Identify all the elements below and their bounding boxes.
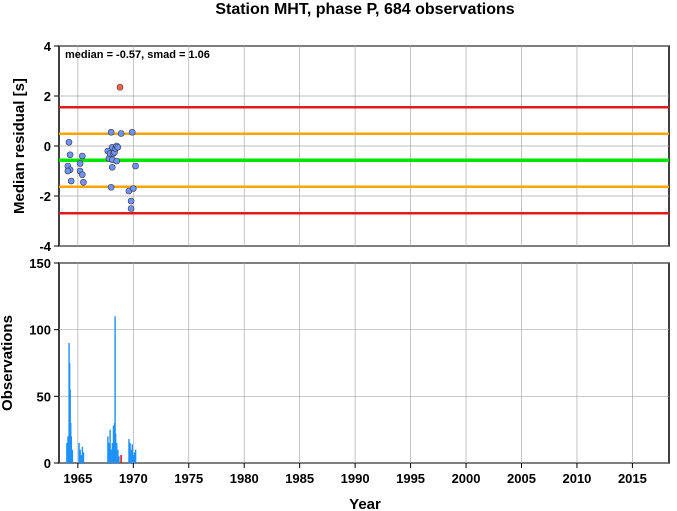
residual-point-0-24 — [108, 163, 116, 171]
observations-plot-area — [58, 262, 670, 464]
observation-bar-21 — [114, 433, 117, 463]
observations-y-ticks: 0 50 100 150 — [29, 256, 59, 471]
residual-grid — [59, 45, 669, 247]
observation-bar-30 — [133, 452, 136, 463]
observation-bar-29 — [132, 455, 135, 463]
observation-bar-22 — [116, 443, 118, 463]
observations-panel: 0 50 100 150 1965 1970 1975 1980 1985 1990 1995 20… — [0, 256, 670, 511]
observations-y-axis-label: Observations — [0, 315, 16, 411]
residual-annotation: median = -0.57, smad = 1.06 — [65, 49, 210, 61]
residual-point-0-5 — [67, 177, 75, 185]
residual-y-axis-label: Median residual [s] — [11, 78, 28, 214]
residual-ytick-label-2: 0 — [44, 139, 51, 154]
observation-bar-24 — [118, 456, 120, 463]
residual-point-0-14 — [107, 128, 115, 136]
residual-point-0-30 — [127, 205, 135, 212]
observation-bar-11 — [81, 447, 84, 463]
observation-bar-27 — [130, 449, 132, 463]
observation-bar-28 — [131, 444, 133, 463]
observation-bar-10 — [80, 455, 82, 463]
observations-ytick-label-2: 100 — [29, 323, 51, 338]
residual-ytick-label-0: -4 — [39, 239, 51, 254]
residual-panel: -4 -2 0 2 4 median = -0.57, smad = 1.06 Medi… — [11, 39, 670, 254]
xtick-label-0: 1965 — [63, 471, 92, 486]
observation-bar-highlight — [120, 455, 122, 463]
observations-ytick-label-0: 0 — [44, 456, 51, 471]
observations-x-ticks: 1965 1970 1975 1980 1985 1990 1995 2000 2005 2010… — [63, 463, 647, 486]
residual-ytick-label-1: -2 — [39, 189, 51, 204]
observation-bar-1 — [67, 436, 69, 463]
residual-point-0-7 — [78, 152, 86, 160]
residual-point-0-22 — [114, 143, 122, 151]
xtick-label-7: 2000 — [452, 471, 481, 486]
observation-bar-20 — [114, 316, 116, 463]
residual-points — [64, 83, 139, 212]
residual-point-0-21 — [113, 157, 120, 165]
observations-ytick-label-3: 150 — [29, 256, 51, 271]
observation-bar-9 — [79, 449, 81, 463]
residual-point-0-29 — [127, 197, 135, 205]
observation-bar-8 — [78, 443, 80, 463]
chart-title: Station MHT, phase P, 684 observations — [215, 1, 514, 18]
observation-bar-0 — [66, 443, 68, 463]
xtick-label-2: 1975 — [174, 471, 203, 486]
xtick-label-3: 1980 — [230, 471, 259, 486]
residual-point-0-27 — [132, 162, 139, 170]
residual-point-0-23 — [107, 183, 115, 191]
residual-point-0-31 — [130, 185, 137, 192]
observations-ytick-label-1: 50 — [37, 389, 51, 404]
observation-bar-17 — [111, 443, 114, 463]
observation-bar-25 — [128, 439, 130, 463]
observation-bar-26 — [129, 443, 131, 463]
residual-ytick-label-4: 4 — [44, 39, 52, 54]
residual-point-0-25 — [117, 130, 125, 137]
residual-reference-lines — [59, 106, 669, 215]
observation-bar-13 — [107, 436, 109, 463]
observations-grid — [59, 262, 669, 464]
xtick-label-6: 1995 — [396, 471, 425, 486]
residual-point-0-6 — [76, 160, 84, 167]
residual-point-1-0 — [116, 83, 124, 91]
xtick-label-4: 1985 — [285, 471, 314, 486]
xtick-label-8: 2005 — [507, 471, 536, 486]
residual-point-0-1 — [66, 151, 74, 159]
xtick-label-1: 1970 — [119, 471, 148, 486]
observation-bar-6 — [70, 436, 72, 463]
observation-bar-15 — [109, 429, 111, 463]
observation-bar-14 — [108, 443, 110, 463]
xtick-label-10: 2015 — [618, 471, 647, 486]
xtick-label-5: 1990 — [341, 471, 370, 486]
observation-bar-7 — [71, 449, 74, 463]
observation-bar-12 — [82, 452, 85, 463]
observation-bar-16 — [110, 449, 112, 463]
x-axis-label: Year — [349, 496, 381, 511]
residual-point-0-26 — [128, 128, 136, 136]
residual-ytick-label-3: 2 — [44, 89, 51, 104]
observation-bar-31 — [134, 449, 137, 463]
xtick-label-9: 2010 — [562, 471, 591, 486]
residual-point-0-0 — [65, 138, 73, 146]
residual-point-0-10 — [80, 178, 87, 186]
observation-bar-18 — [112, 425, 115, 463]
residual-y-ticks: -4 -2 0 2 4 — [39, 39, 59, 254]
observations-bars — [66, 316, 137, 463]
observation-bar-23 — [117, 449, 119, 463]
residual-point-0-4 — [64, 167, 72, 175]
residual-point-0-9 — [78, 171, 86, 179]
